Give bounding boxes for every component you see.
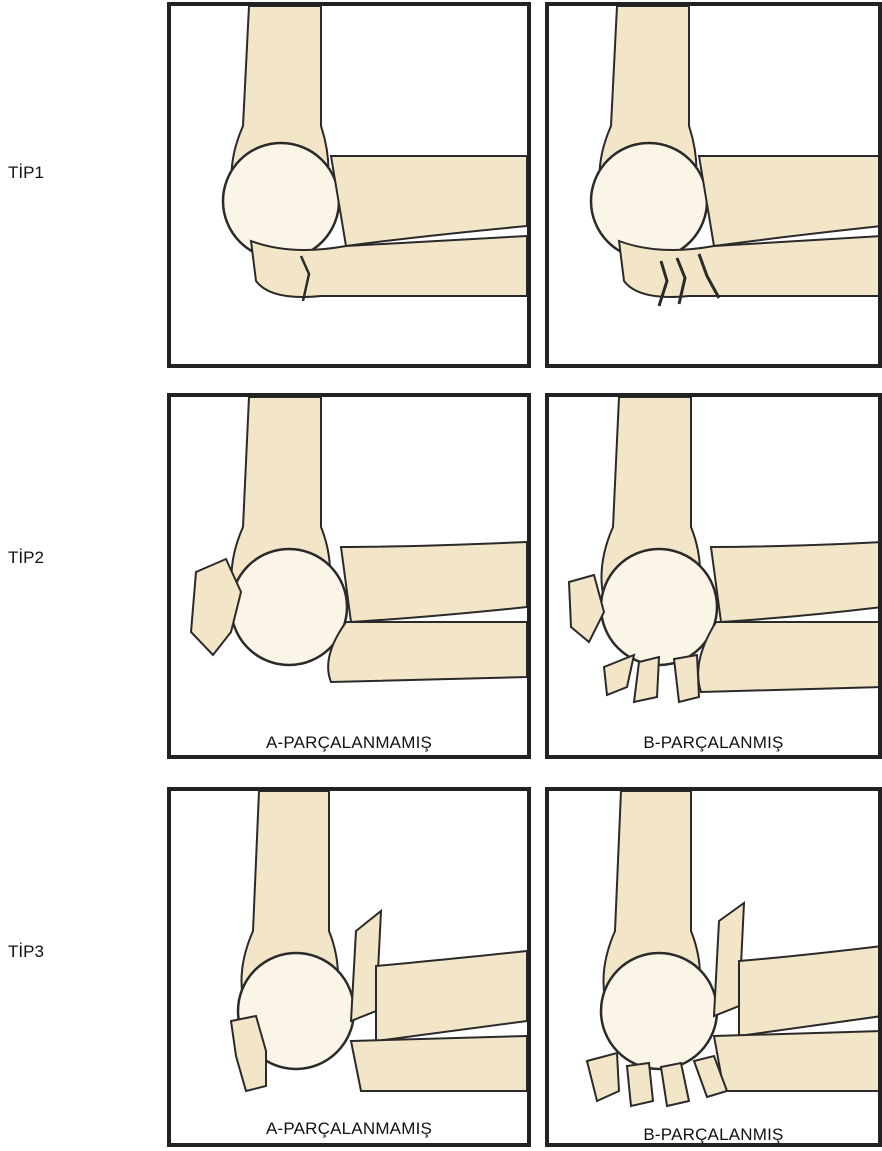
panel-tip1-b: [545, 2, 882, 368]
caption-tip2-a: A-PARÇALANMAMIŞ: [171, 733, 527, 753]
panel-tip1-a: [167, 2, 531, 368]
elbow-illustration: [171, 6, 527, 364]
row-label-tip1: TİP1: [8, 163, 44, 183]
panel-tip3-b: B-PARÇALANMIŞ: [545, 787, 882, 1147]
elbow-illustration: [171, 397, 527, 755]
elbow-illustration: [549, 791, 882, 1143]
caption-tip3-a: A-PARÇALANMAMIŞ: [171, 1119, 527, 1139]
elbow-illustration: [549, 397, 882, 755]
elbow-illustration: [171, 791, 527, 1143]
panel-tip2-b: B-PARÇALANMIŞ: [545, 393, 882, 759]
row-label-tip2: TİP2: [8, 548, 44, 568]
elbow-illustration: [549, 6, 882, 364]
caption-tip2-b: B-PARÇALANMIŞ: [549, 733, 878, 753]
panel-tip3-a: A-PARÇALANMAMIŞ: [167, 787, 531, 1147]
caption-tip3-b: B-PARÇALANMIŞ: [549, 1125, 878, 1145]
panel-tip2-a: A-PARÇALANMAMIŞ: [167, 393, 531, 759]
row-label-tip3: TİP3: [8, 942, 44, 962]
